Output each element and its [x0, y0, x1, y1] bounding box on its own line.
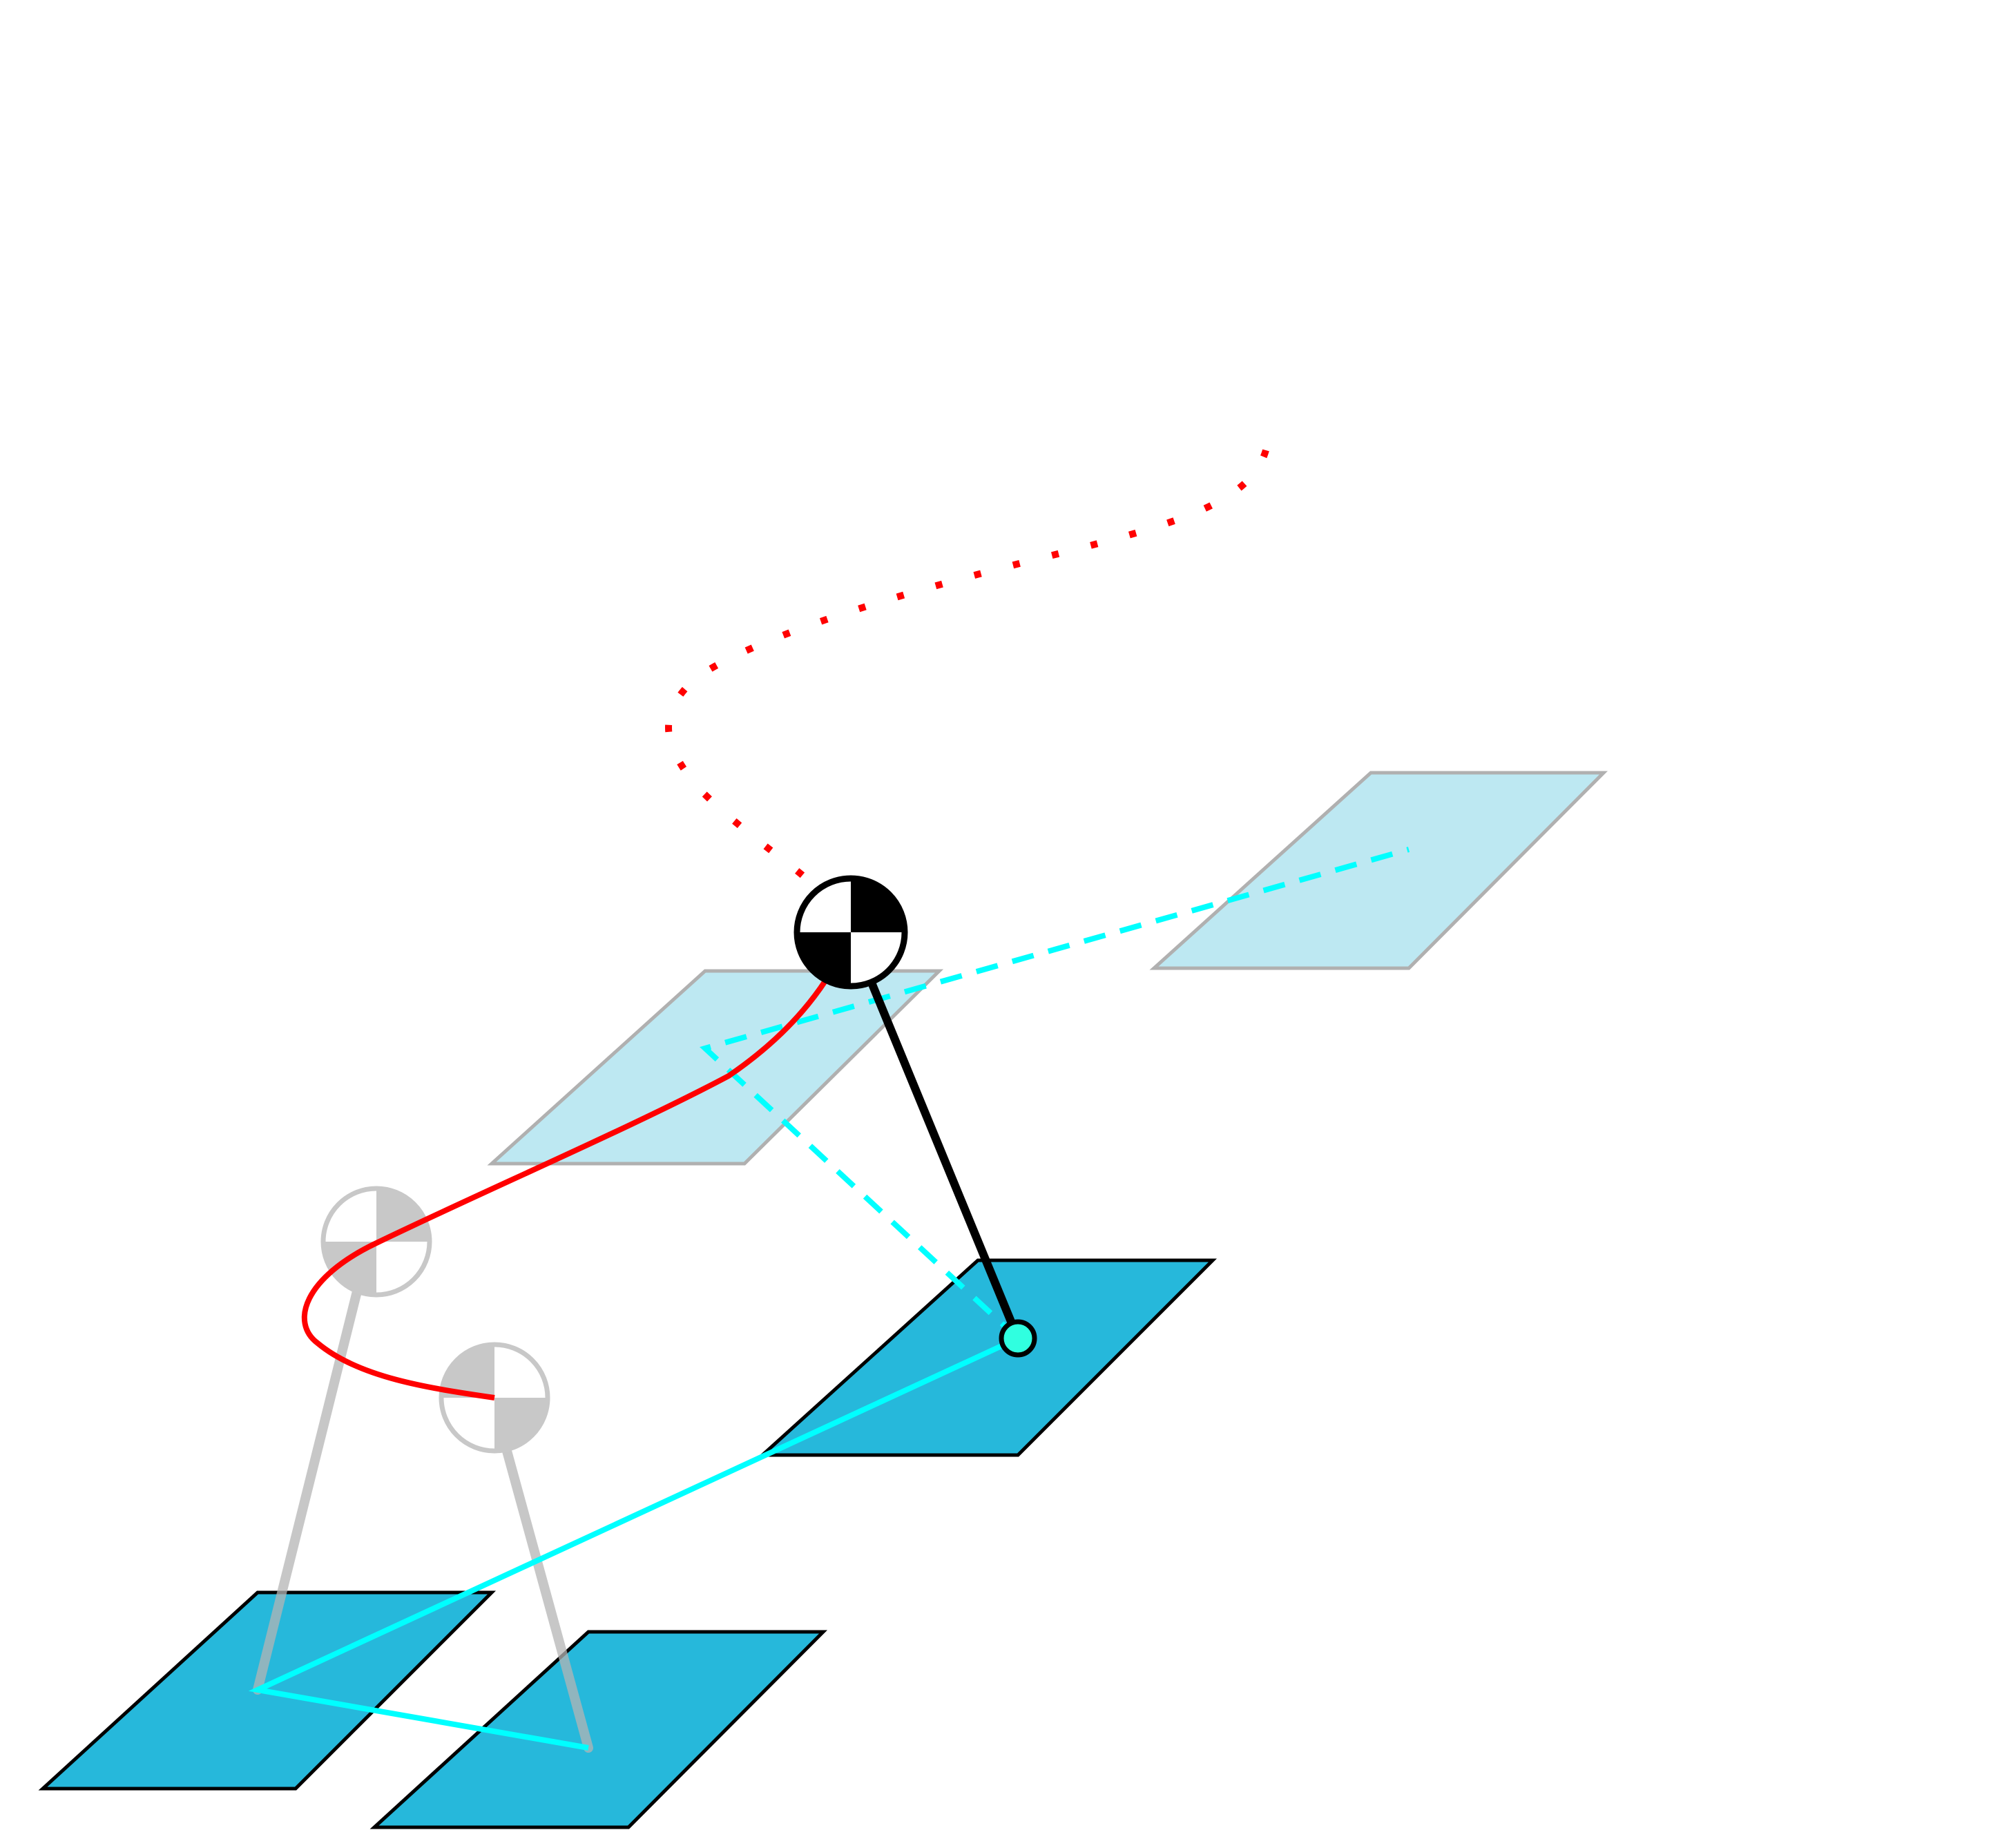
current-com-marker	[793, 875, 908, 990]
previous-leg-1	[253, 1237, 374, 1695]
previous-leg-2	[487, 1391, 593, 1753]
planned-footstep-2	[1149, 771, 1608, 970]
contact-point	[999, 1319, 1037, 1358]
stance-leg	[847, 930, 1022, 1340]
placed-step-connection	[248, 1336, 1019, 1751]
com-trajectory-past	[301, 931, 854, 1401]
planned-step-connection	[700, 847, 1410, 1340]
placed-footstep-3	[369, 1630, 828, 1829]
com-trajectory-future	[665, 449, 1269, 880]
